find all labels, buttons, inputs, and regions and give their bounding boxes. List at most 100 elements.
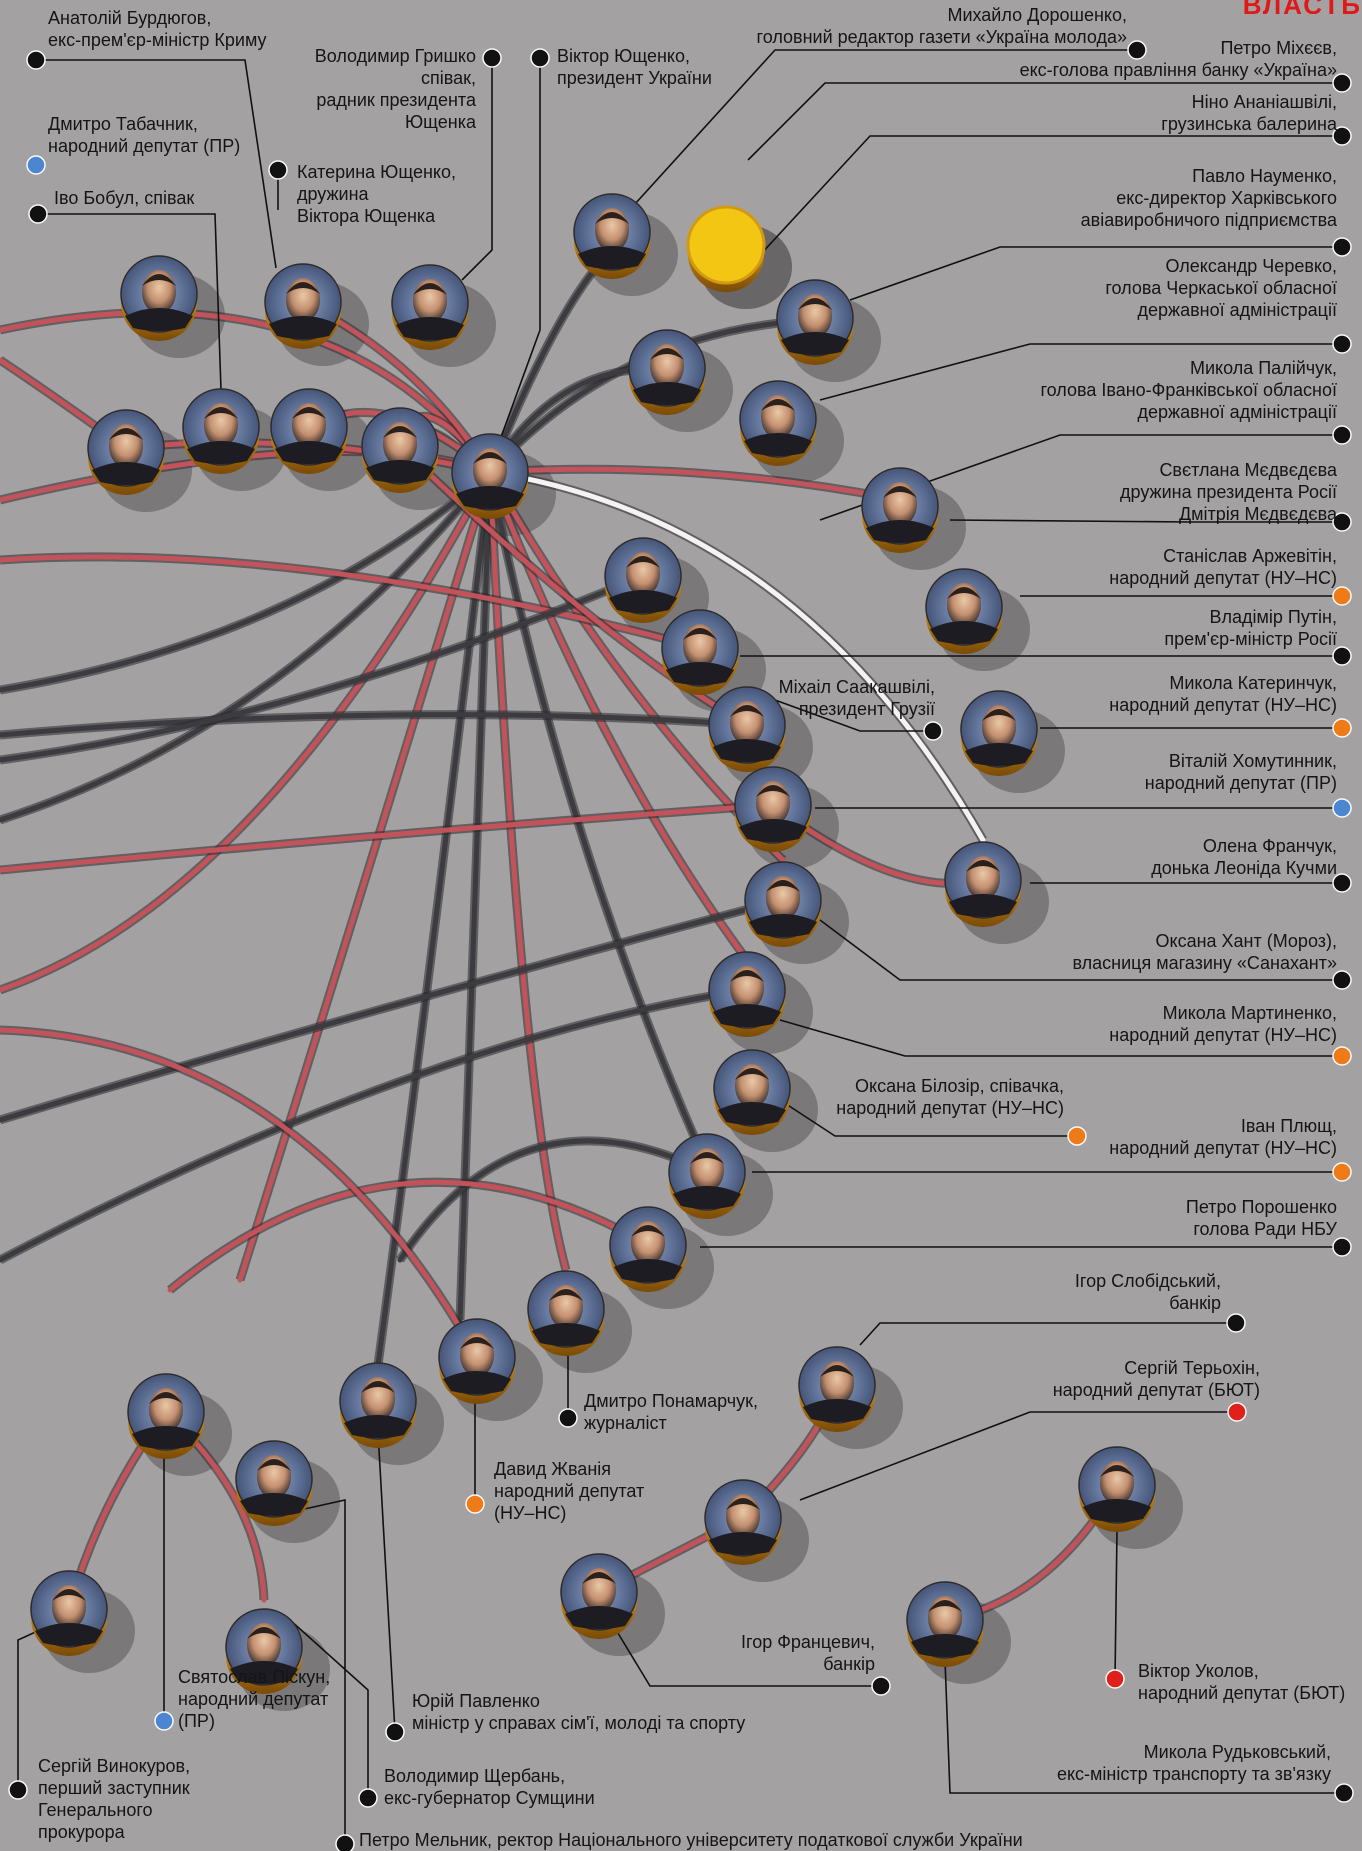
- label-line: Ющенка: [405, 112, 477, 132]
- label-yushchenko: Віктор Ющенко,президент України: [557, 46, 712, 88]
- photo-arzhevitin: [925, 568, 1003, 654]
- photo-saakashvili: [708, 686, 786, 772]
- label-line: народний депутат (НУ–НС): [836, 1098, 1064, 1118]
- label-line: міністр у справах сім'ї, молоді та спорт…: [412, 1713, 745, 1733]
- label-line: Дмитро Понамарчук,: [584, 1391, 758, 1411]
- label-line: Павло Науменко,: [1192, 166, 1337, 186]
- leader-line: [38, 213, 222, 391]
- label-shcherban: Володимир Щербань,екс-губернатор Сумщини: [384, 1766, 595, 1808]
- name-labels: Анатолій Бурдюгов,екс-прем'єр-міністр Кр…: [38, 5, 1345, 1850]
- label-ukolov: Віктор Уколов,народний депутат (БЮТ): [1138, 1661, 1345, 1703]
- photo-poroshenko: [609, 1206, 687, 1292]
- label-line: грузинська балерина: [1161, 114, 1338, 134]
- label-line: Микола Рудьковський,: [1144, 1742, 1331, 1762]
- arc-strand: [0, 469, 493, 823]
- affiliation-dot-orange: [1332, 718, 1352, 738]
- label-line: народний депутат (НУ–НС): [1109, 1025, 1337, 1045]
- label-line: банкір: [823, 1654, 875, 1674]
- arc-strand: [487, 469, 569, 1273]
- label-line: народний депутат: [494, 1481, 644, 1501]
- affiliation-dot-blue: [154, 1711, 174, 1731]
- leader-line: [377, 1431, 396, 1733]
- label-line: народний депутат (НУ–НС): [1109, 1138, 1337, 1158]
- photo-pavlenko: [339, 1362, 417, 1448]
- label-line: екс-губернатор Сумщини: [384, 1788, 595, 1808]
- leader-line: [944, 1659, 1344, 1794]
- photo-rudkovskyi: [906, 1581, 984, 1667]
- photo-zhvania: [438, 1318, 516, 1404]
- affiliation-dot-orange: [1332, 1046, 1352, 1066]
- leader-lines: [8, 40, 1354, 1851]
- leader-line: [289, 1619, 369, 1798]
- affiliation-dot-black: [335, 1834, 355, 1851]
- label-pliushch: Іван Плющ,народний депутат (НУ–НС): [1109, 1116, 1337, 1158]
- affiliation-dot-orange: [1332, 1162, 1352, 1182]
- label-line: донька Леоніда Кучми: [1151, 858, 1337, 878]
- affiliation-dot-black: [1332, 334, 1352, 354]
- affiliation-dot-black: [1332, 970, 1352, 990]
- arc-strand: [0, 712, 750, 738]
- photo-burdyugov: [264, 263, 342, 349]
- photo-kateryna: [270, 388, 348, 474]
- leader-line: [747, 82, 1342, 161]
- photo-cherevko: [739, 380, 817, 466]
- label-ponamarchuk: Дмитро Понамарчук,журналіст: [584, 1391, 758, 1433]
- label-line: Микола Палійчук,: [1190, 358, 1337, 378]
- label-line: авіавиробничого підприємства: [1081, 210, 1338, 230]
- label-line: Дмитро Табачник,: [48, 114, 198, 134]
- leader-line: [819, 343, 1342, 401]
- label-rudkovskyi: Микола Рудьковський,екс-міністр транспор…: [1057, 1742, 1331, 1784]
- leader-line: [17, 1629, 41, 1790]
- affiliation-dot-orange: [465, 1494, 485, 1514]
- label-hunt: Оксана Хант (Мороз),власниця магазину «С…: [1072, 931, 1337, 973]
- label-line: Олена Франчук,: [1203, 836, 1337, 856]
- label-line: Давид Жванія: [494, 1459, 611, 1479]
- label-line: Юрій Павленко: [412, 1691, 540, 1711]
- photo-piskun: [127, 1373, 205, 1459]
- label-ananiashvili: Ніно Ананіашвілі,грузинська балерина: [1161, 92, 1338, 134]
- label-line: народний депутат: [178, 1689, 328, 1709]
- label-line: Сергій Терьохін,: [1124, 1358, 1260, 1378]
- photo-ponamarchuk: [527, 1270, 605, 1356]
- affiliation-dot-black: [1334, 1783, 1354, 1803]
- arc-strand: [0, 573, 646, 763]
- affiliation-dot-blue: [1332, 798, 1352, 818]
- label-line: Генерального: [38, 1800, 153, 1820]
- label-line: Віталій Хомутинник,: [1169, 751, 1337, 771]
- leader-line: [461, 58, 493, 281]
- photo-naumenko: [776, 279, 854, 365]
- leader-line: [799, 1411, 1237, 1501]
- label-line: Свєтлана Мєдвєдєва: [1159, 460, 1338, 480]
- label-bobul: Іво Бобул, співак: [54, 188, 194, 208]
- affiliation-dot-black: [1226, 1313, 1246, 1333]
- label-cherevko: Олександр Черевко,голова Черкаської обла…: [1105, 256, 1337, 320]
- label-line: Дмітрія Мєдвєдєва: [1179, 504, 1338, 524]
- label-line: Міхаіл Саакашвілі,: [779, 677, 935, 697]
- affiliation-dot-black: [1332, 126, 1352, 146]
- photo-medvedeva: [604, 537, 682, 623]
- label-line: Святослав Піскун,: [178, 1667, 330, 1687]
- affiliation-dot-black: [1332, 646, 1352, 666]
- label-line: державної адміністрації: [1138, 402, 1338, 422]
- label-terekhin: Сергій Терьохін,народний депутат (БЮТ): [1053, 1358, 1260, 1400]
- label-line: Віктора Ющенка: [297, 206, 436, 226]
- affiliation-dot-black: [530, 48, 550, 68]
- photo-martynenko: [708, 951, 786, 1037]
- label-line: голова Черкаської обласної: [1105, 278, 1337, 298]
- label-line: Сергій Винокуров,: [38, 1756, 190, 1776]
- label-line: Владімір Путін,: [1209, 607, 1337, 627]
- label-line: власниця магазину «Санахант»: [1072, 953, 1337, 973]
- photo-vynokurov: [30, 1570, 108, 1656]
- affiliation-dot-red: [1227, 1402, 1247, 1422]
- photo-hryshko: [391, 264, 469, 350]
- label-line: дружина: [297, 184, 370, 204]
- leader-line: [633, 49, 1137, 206]
- affiliation-dot-black: [358, 1788, 378, 1808]
- arc-strand: [487, 469, 986, 843]
